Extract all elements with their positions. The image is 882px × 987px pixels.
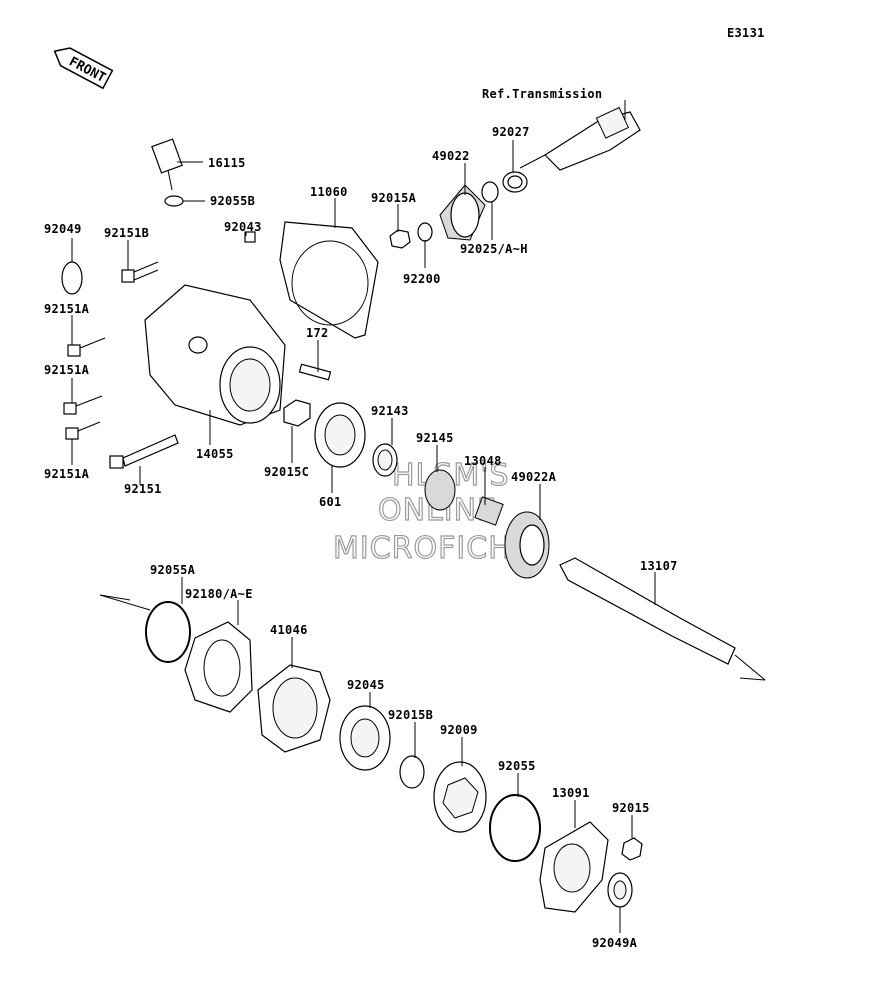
spring-92145-drawing — [424, 469, 456, 511]
label-92009: 92009 — [440, 723, 478, 737]
label-49022A: 49022A — [511, 470, 557, 484]
breather-16115-drawing — [151, 138, 183, 191]
label-92143: 92143 — [371, 404, 409, 418]
gear-49022A-drawing — [504, 511, 550, 579]
bevel-gear-49022-drawing — [439, 184, 486, 241]
label-92043: 92043 — [224, 220, 262, 234]
oring-92055-drawing — [489, 794, 541, 862]
oring-92055A-drawing — [99, 594, 191, 663]
label-92027: 92027 — [492, 125, 530, 139]
nut-92015C-drawing — [283, 399, 311, 427]
label-92151: 92151 — [124, 482, 162, 496]
washer-92200-drawing — [417, 222, 433, 242]
pin-92043-drawing — [244, 231, 256, 243]
ref-transmission-label: Ref.Transmission — [482, 87, 602, 101]
shaft-13107-drawing — [559, 557, 766, 681]
label-92151A-1: 92151A — [44, 302, 90, 316]
seal-92049-drawing — [61, 261, 83, 295]
label-92055: 92055 — [498, 759, 536, 773]
gasket-92180-drawing — [184, 621, 253, 713]
label-92015C: 92015C — [264, 465, 309, 479]
front-arrow-icon: FRONT — [53, 47, 114, 90]
bolt-92151B-drawing — [121, 261, 159, 283]
diagram-code: E3131 — [727, 26, 765, 40]
bolt-92151A-1-drawing — [67, 337, 106, 357]
label-13091: 13091 — [552, 786, 590, 800]
label-92015: 92015 — [612, 801, 650, 815]
watermark-line-2: ONLINE — [378, 493, 497, 528]
label-49022: 49022 — [432, 149, 470, 163]
label-92015B: 92015B — [388, 708, 433, 722]
label-13107: 13107 — [640, 559, 678, 573]
nut-92015-drawing — [621, 837, 643, 861]
watermark: HLSM'S ONLINE MICROFICHE — [332, 457, 532, 566]
transmission-shaft-drawing — [519, 100, 641, 171]
label-92180: 92180/A~E — [185, 587, 253, 601]
collar-92143-drawing — [372, 443, 398, 477]
label-172: 172 — [306, 326, 329, 340]
bolt-92151-drawing — [109, 434, 179, 469]
label-14055: 14055 — [196, 447, 234, 461]
label-16115: 16115 — [208, 156, 246, 170]
nut-92015B-drawing — [399, 755, 425, 789]
label-92015A: 92015A — [371, 191, 417, 205]
label-92055A: 92055A — [150, 563, 196, 577]
label-92049: 92049 — [44, 222, 82, 236]
label-92025: 92025/A~H — [460, 242, 528, 256]
label-92200: 92200 — [403, 272, 441, 286]
stud-172-drawing — [298, 363, 332, 381]
retainer-41046-drawing — [257, 664, 331, 753]
label-11060: 11060 — [310, 185, 348, 199]
label-41046: 41046 — [270, 623, 308, 637]
bearing-92045-drawing — [339, 705, 391, 771]
gasket-11060-drawing — [279, 221, 379, 339]
label-601: 601 — [319, 495, 342, 509]
shim-92025-drawing — [481, 181, 499, 203]
label-92151A-2: 92151A — [44, 363, 90, 377]
label-92049A: 92049A — [592, 936, 638, 950]
watermark-line-3: MICROFICHE — [333, 531, 532, 566]
leader-lines — [71, 100, 656, 933]
oring-92055B-drawing — [164, 195, 184, 207]
housing-14055-drawing — [144, 284, 286, 426]
label-92151A-3: 92151A — [44, 467, 90, 481]
bolt-92151A-3-drawing — [65, 421, 101, 440]
label-13048: 13048 — [464, 454, 502, 468]
label-92151B: 92151B — [104, 226, 149, 240]
cover-13091-drawing — [539, 821, 609, 913]
nut-92015A-drawing — [389, 229, 411, 249]
seal-92009-drawing — [433, 761, 487, 833]
bolt-92151A-2-drawing — [63, 395, 103, 415]
label-92045: 92045 — [347, 678, 385, 692]
label-92145: 92145 — [416, 431, 454, 445]
seal-92049A-drawing — [607, 872, 633, 908]
part-labels: Ref.Transmission 16115 92055B 11060 9204… — [44, 87, 678, 950]
bearing-601-drawing — [314, 402, 366, 468]
coupling-13048-drawing — [474, 496, 504, 526]
label-92055B: 92055B — [210, 194, 255, 208]
